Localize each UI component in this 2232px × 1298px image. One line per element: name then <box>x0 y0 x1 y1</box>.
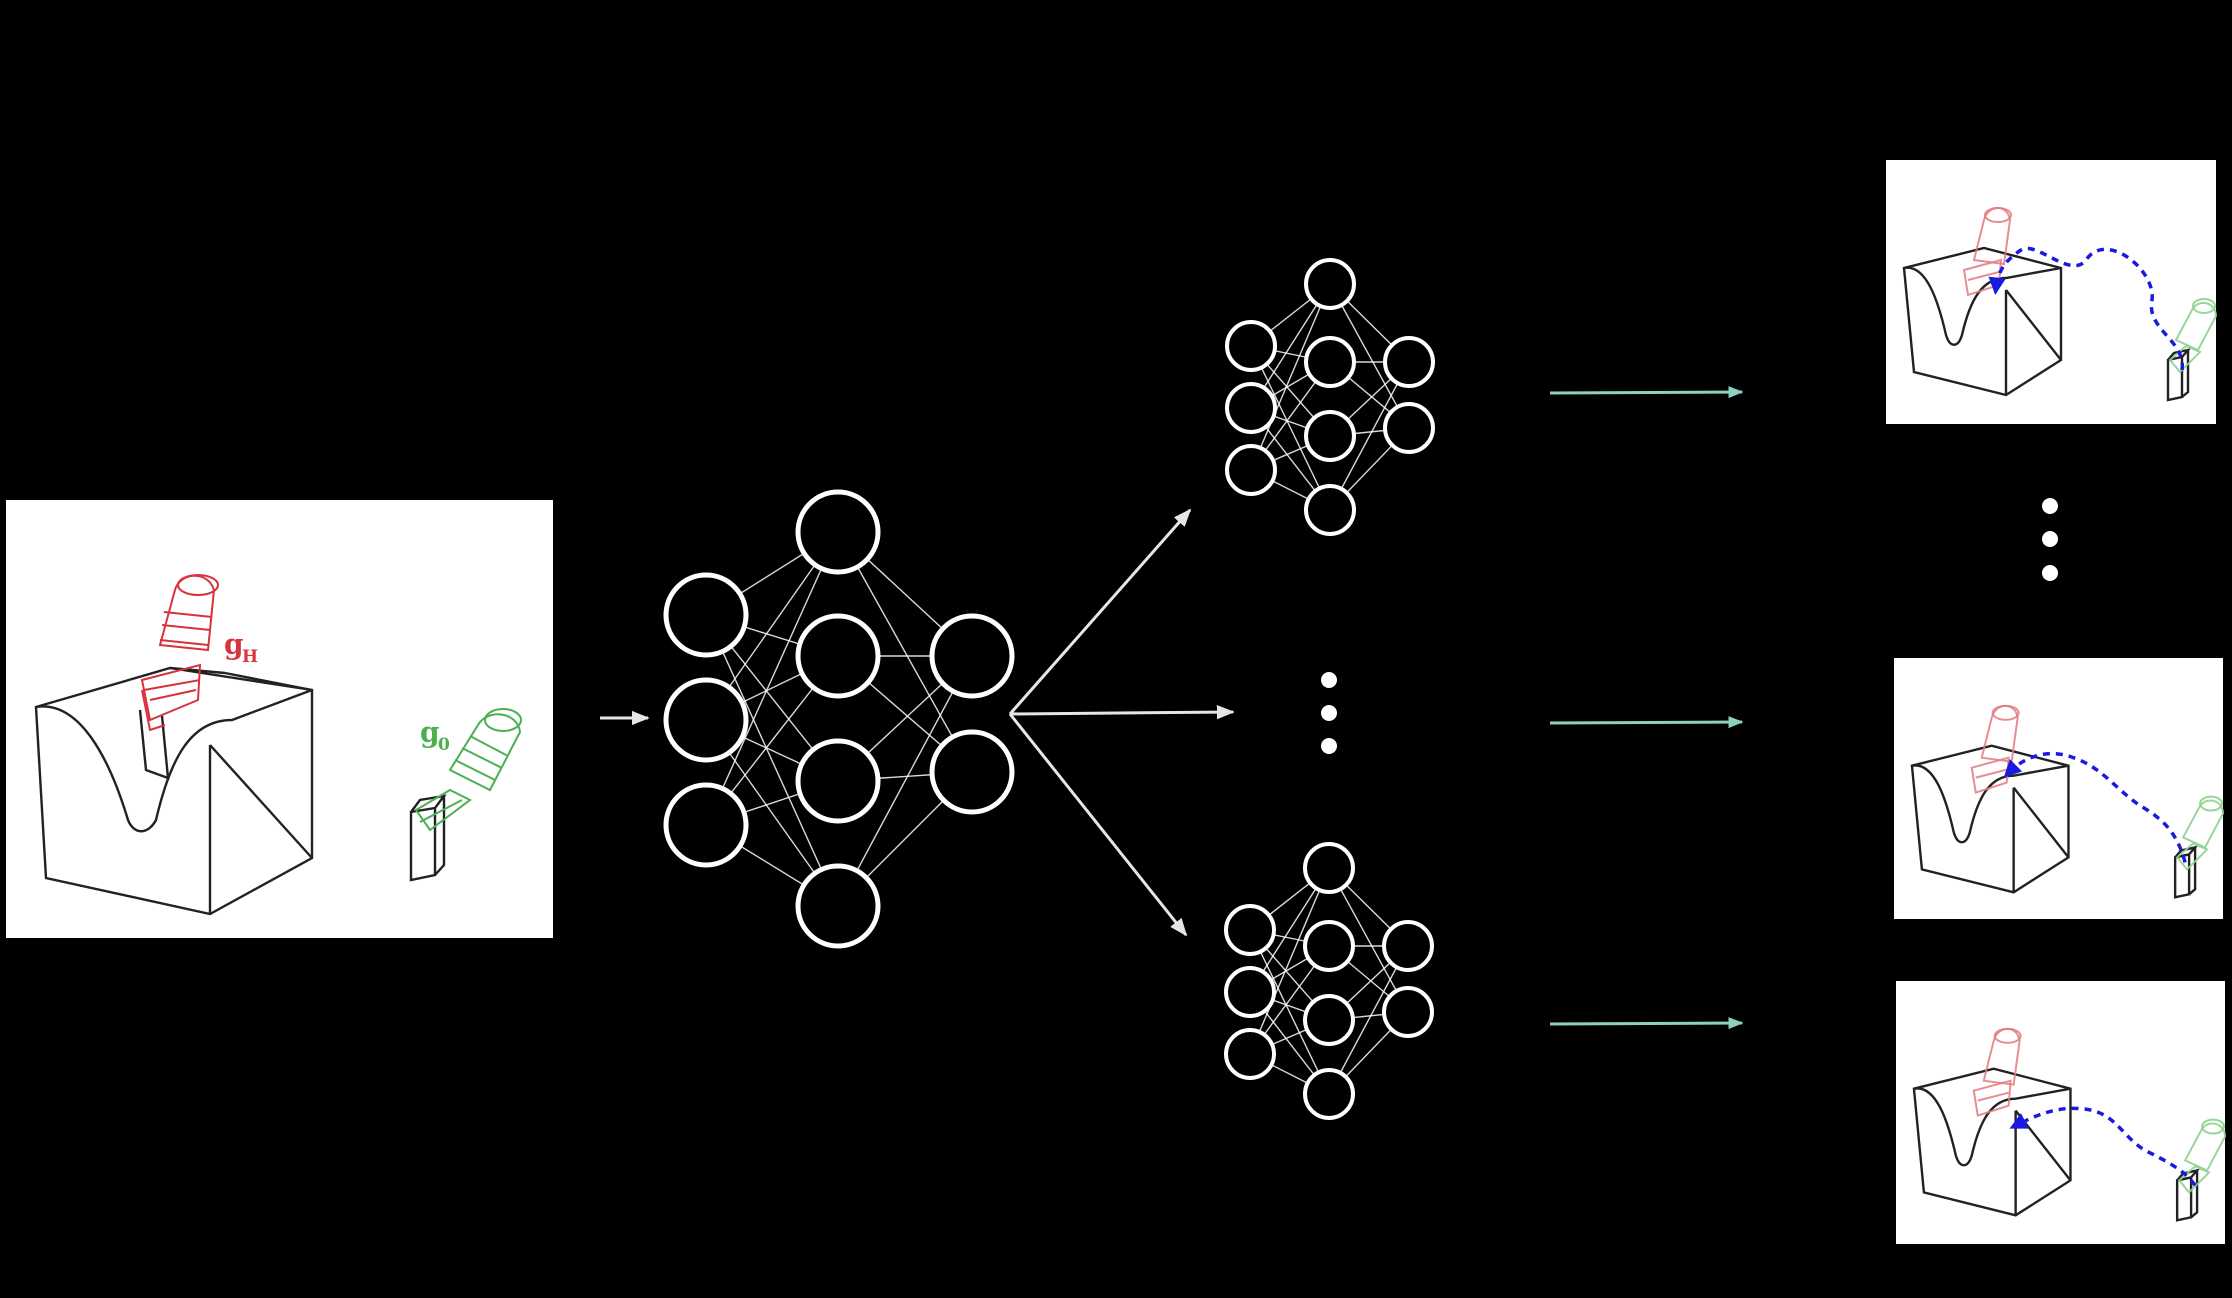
trajectory-output-top <box>1886 160 2218 424</box>
hypernet-node-layer1 <box>663 572 749 658</box>
policynet-edge <box>1328 867 1409 1013</box>
output-scene <box>1902 207 2218 402</box>
start-gripper <box>414 708 522 832</box>
outputs-ellipsis <box>2042 498 2058 581</box>
policynet-node-layer2 <box>1304 410 1356 462</box>
policynet-node-layer1 <box>1225 382 1277 434</box>
hypernet-node-layer3 <box>929 729 1015 815</box>
fanout-arrow-top <box>1008 508 1192 715</box>
goal-gripper <box>140 574 219 732</box>
policynet-node-layer3 <box>1383 336 1435 388</box>
output-panel-background <box>1886 160 2216 424</box>
policynet-node-layer3 <box>1383 402 1435 454</box>
policynet-node-layer3 <box>1382 986 1434 1038</box>
fanout-arrow-middle <box>1009 704 1235 720</box>
policynet-node-layer2 <box>1303 920 1355 972</box>
policynet-node-layer2 <box>1304 258 1356 310</box>
policynet-node-layer3 <box>1382 920 1434 972</box>
trajectory-path <box>1988 246 2184 371</box>
container-box <box>34 666 314 916</box>
hypernet-node-layer1 <box>663 782 749 868</box>
start-grasp-subscript: 0 <box>438 735 450 755</box>
policynet-edge <box>1250 345 1331 511</box>
policynet-node-layer2 <box>1304 484 1356 536</box>
hypernetwork <box>663 489 1015 949</box>
policynet-node-layer1 <box>1224 1028 1276 1080</box>
policynet-edge <box>1329 361 1410 511</box>
hypernet-node-layer2 <box>795 489 881 575</box>
trajectory-output-bottom <box>1896 981 2226 1244</box>
output-arrow-middle <box>1549 716 1744 729</box>
goal-grasp-subscript: H <box>242 647 258 667</box>
generated-policy-network-top <box>1225 258 1435 536</box>
hypernet-edge <box>837 655 973 907</box>
policynet-edge <box>1249 867 1330 1055</box>
hypernet-node-layer2 <box>795 613 881 699</box>
output-panel-background <box>1894 658 2223 919</box>
trajectory-path <box>2009 1106 2197 1187</box>
policynet-node-layer1 <box>1224 966 1276 1018</box>
policynet-node-layer2 <box>1303 1068 1355 1120</box>
goal-grasp-label: g <box>224 628 244 661</box>
output-scene <box>1912 1027 2226 1222</box>
policynet-edge <box>1329 283 1410 429</box>
hypernet-edge <box>705 531 839 826</box>
hypernet-node-layer3 <box>929 613 1015 699</box>
output-scene <box>1910 704 2224 899</box>
policynet-node-layer2 <box>1303 994 1355 1046</box>
policynet-edge <box>1249 929 1330 1095</box>
hypernet-node-layer2 <box>795 863 881 949</box>
output-arrow-top <box>1549 386 1744 399</box>
start-grasp-label: g <box>420 716 440 749</box>
input-scene-panel: g H g 0 <box>6 500 553 938</box>
hypernet-edge <box>705 614 839 907</box>
policynet-node-layer1 <box>1225 320 1277 372</box>
generated-policy-network-bottom <box>1224 842 1434 1120</box>
output-panel-background <box>1896 981 2225 1244</box>
output-arrow-bottom <box>1549 1017 1744 1030</box>
policynet-node-layer2 <box>1303 842 1355 894</box>
hypernet-edge <box>837 531 973 773</box>
policynet-node-layer2 <box>1304 336 1356 388</box>
policynet-edge <box>1328 945 1409 1095</box>
fanout-arrow-bottom <box>1008 713 1188 937</box>
trajectory-output-middle <box>1894 658 2224 919</box>
networks-ellipsis <box>1321 672 1337 754</box>
policynet-node-layer1 <box>1225 444 1277 496</box>
policynet-node-layer1 <box>1224 904 1276 956</box>
hypernet-node-layer2 <box>795 738 881 824</box>
hypernet-node-layer1 <box>663 677 749 763</box>
policynet-edge <box>1250 283 1331 471</box>
